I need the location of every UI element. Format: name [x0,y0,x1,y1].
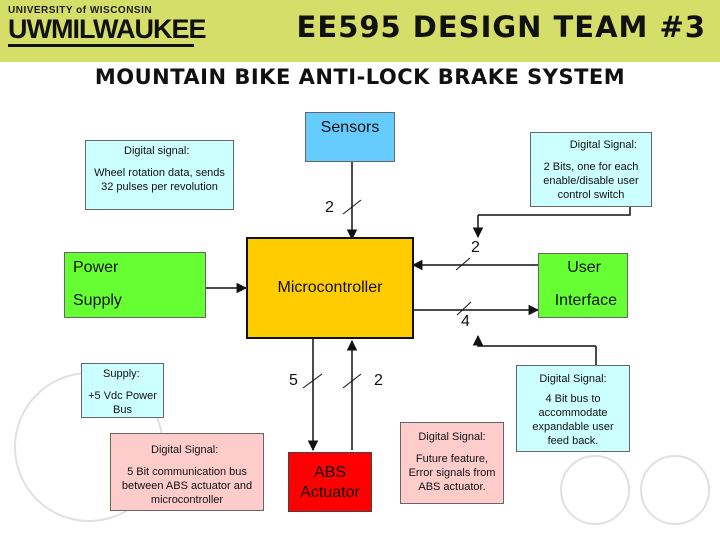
bus-width-abs-to-mc: 2 [374,372,383,389]
tick-user-to-mc [455,257,471,271]
user-label-line2: Interface [554,292,617,309]
tick-mc-to-abs [302,373,323,389]
bus-width-sensors: 2 [325,199,334,216]
power-supply-block: Power Supply [64,252,206,318]
microcontroller-label: Microcontroller [277,279,383,296]
sensors-label: Sensors [320,119,380,136]
note-expand-bus: Digital Signal: 4 Bit bus to accommodate… [516,365,630,452]
user-interface-block: User Interface [538,253,628,318]
tick-mc-to-user [456,301,472,316]
bus-width-mc-to-abs: 5 [289,372,298,389]
decorative-wheel-right [560,455,630,525]
abs-label-line2: Actuator [300,484,360,501]
slide-subtitle: MOUNTAIN BIKE ANTI-LOCK BRAKE SYSTEM [94,65,626,89]
slide-title: EE595 DESIGN TEAM #3 [296,10,706,44]
microcontroller-block: Microcontroller [246,237,414,339]
note-supply: Supply: +5 Vdc Power Bus [81,363,164,418]
note-user-signal: Digital Signal: 2 Bits, one for each ena… [530,132,652,207]
sensors-block: Sensors [305,112,395,162]
bus-width-user-to-mc: 2 [471,239,480,256]
tick-abs-to-mc [342,373,362,389]
decorative-wheel-right-2 [640,455,710,525]
abs-label-line1: ABS [313,464,346,481]
university-logo: UWMILWAUKEE [8,14,206,44]
header-banner: UNIVERSITY of WISCONSIN UWMILWAUKEE EE59… [0,0,720,62]
bus-width-mc-to-user: 4 [461,313,470,330]
logo-underline [8,44,194,47]
line-note-to-user [478,207,631,216]
logo-top-text: UNIVERSITY of WISCONSIN [8,5,153,16]
power-label-line2: Supply [73,292,122,309]
abs-actuator-block: ABS Actuator [288,452,372,512]
note-actuator-bus: Digital Signal: 5 Bit communication bus … [110,433,264,511]
line-expand-bus [472,334,596,347]
note-error-signal: Digital Signal: Future feature, Error si… [400,422,504,504]
note-sensor-signal: Digital signal: Wheel rotation data, sen… [85,140,234,210]
power-label-line1: Power [73,259,119,276]
tick-sensors [342,199,362,215]
user-label-line1: User [567,259,601,276]
